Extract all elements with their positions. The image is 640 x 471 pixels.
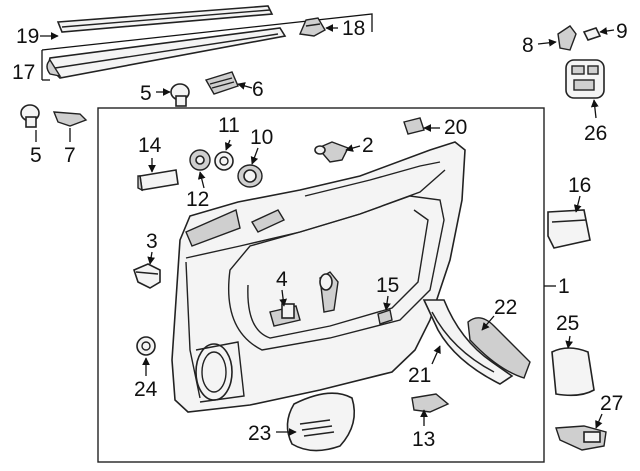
handle-cover-22 (467, 317, 531, 379)
callout-18: 18 (342, 17, 365, 40)
belt-molding-19 (56, 5, 274, 33)
clip-13 (411, 393, 450, 413)
callout-24: 24 (134, 378, 158, 401)
callout-22: 22 (494, 296, 517, 319)
grommet-12 (189, 149, 211, 171)
callout-2: 2 (362, 134, 374, 157)
screw-2 (314, 141, 349, 163)
callout-8: 8 (522, 34, 534, 57)
callout-16: 16 (568, 174, 591, 197)
callout-20: 20 (444, 116, 467, 139)
callout-14: 14 (138, 134, 162, 157)
callout-25: 25 (556, 312, 579, 335)
callout-19: 19 (16, 25, 39, 48)
grommet-5-top (170, 83, 190, 107)
screw-cover-4 (269, 303, 301, 327)
callout-26: 26 (584, 122, 607, 145)
clip-6 (204, 71, 239, 95)
callout-12: 12 (186, 188, 209, 211)
cover-25 (551, 347, 595, 397)
callout-3: 3 (146, 230, 158, 253)
plug-15 (377, 309, 393, 325)
assembly-frame (97, 107, 545, 463)
callout-9: 9 (616, 20, 628, 43)
callout-10: 10 (250, 126, 273, 149)
callout-23: 23 (248, 422, 271, 445)
callout-1: 1 (558, 275, 570, 298)
cover-16 (547, 209, 591, 249)
callout-13: 13 (412, 428, 435, 451)
callout-17: 17 (12, 61, 35, 84)
callout-11: 11 (218, 114, 240, 137)
callout-7: 7 (64, 144, 76, 167)
screw-9 (582, 27, 602, 41)
callout-21: 21 (408, 364, 431, 387)
weatherstrip-17 (46, 27, 287, 79)
lamp-27 (555, 425, 607, 451)
callout-5-left: 5 (30, 144, 42, 167)
callout-4: 4 (276, 268, 288, 291)
callout-27: 27 (600, 392, 623, 415)
retainer-11 (214, 151, 234, 171)
cap-24 (136, 336, 156, 356)
screw-3 (133, 263, 161, 289)
door-trim-panel-1 (171, 141, 466, 413)
switch-26 (565, 59, 605, 99)
pull-handle-21 (422, 299, 514, 385)
pad-14 (137, 169, 179, 192)
callout-6: 6 (252, 78, 264, 101)
mirror-pad-23 (286, 392, 356, 452)
clip-10 (237, 164, 263, 188)
clip-20 (403, 117, 425, 135)
bracket-8 (557, 25, 577, 51)
grommet-5-left (20, 104, 40, 128)
callout-15: 15 (376, 274, 399, 297)
clip-18 (298, 17, 326, 37)
clip-7 (52, 111, 88, 127)
callout-5-top: 5 (140, 82, 152, 105)
